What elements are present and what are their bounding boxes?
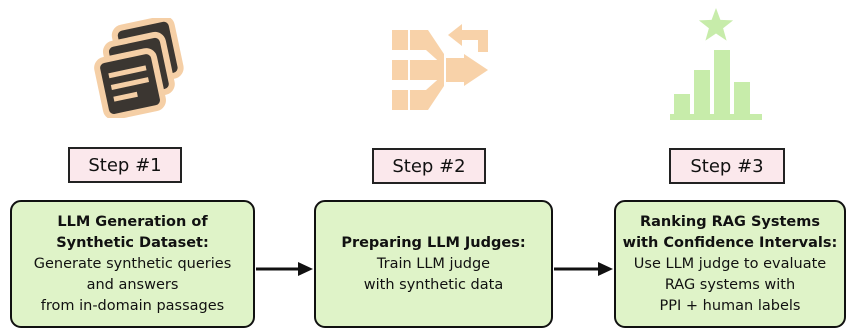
step-1-title-line: LLM Generation of (57, 213, 208, 230)
step-3-body-line: RAG systems with (664, 276, 796, 293)
step-3-body-line: PPI + human labels (659, 297, 801, 314)
step-1-label: Step #1 (68, 147, 182, 183)
bar-chart-star-icon (670, 8, 762, 120)
step-3-title-line: Ranking RAG Systems (639, 213, 820, 230)
step-2-body-line: Train LLM judge (376, 255, 491, 272)
step-3-box: Ranking RAG Systems with Confidence Inte… (614, 200, 846, 328)
merging-arrows-icon (392, 24, 488, 110)
step-2-box: Preparing LLM Judges: Train LLM judge wi… (314, 200, 553, 328)
step-2-title-line: Preparing LLM Judges: (341, 234, 526, 251)
step-3-title-line: with Confidence Intervals: (622, 234, 838, 251)
step-2-body-line: with synthetic data (363, 276, 504, 293)
step-3-label: Step #3 (669, 148, 785, 184)
flow-arrow-1 (256, 262, 313, 276)
step-1-box: LLM Generation of Synthetic Dataset: Gen… (10, 200, 255, 328)
step-1-body-line: from in-domain passages (40, 297, 225, 314)
step-3-body-line: Use LLM judge to evaluate (633, 255, 827, 272)
step-1-body-line: Generate synthetic queries (33, 255, 232, 272)
step-1-title-line: Synthetic Dataset: (56, 234, 209, 251)
step-2-label: Step #2 (372, 148, 486, 184)
step-1-body-line: and answers (86, 276, 179, 293)
flow-arrow-2 (554, 262, 613, 276)
stacked-documents-icon (94, 18, 184, 118)
